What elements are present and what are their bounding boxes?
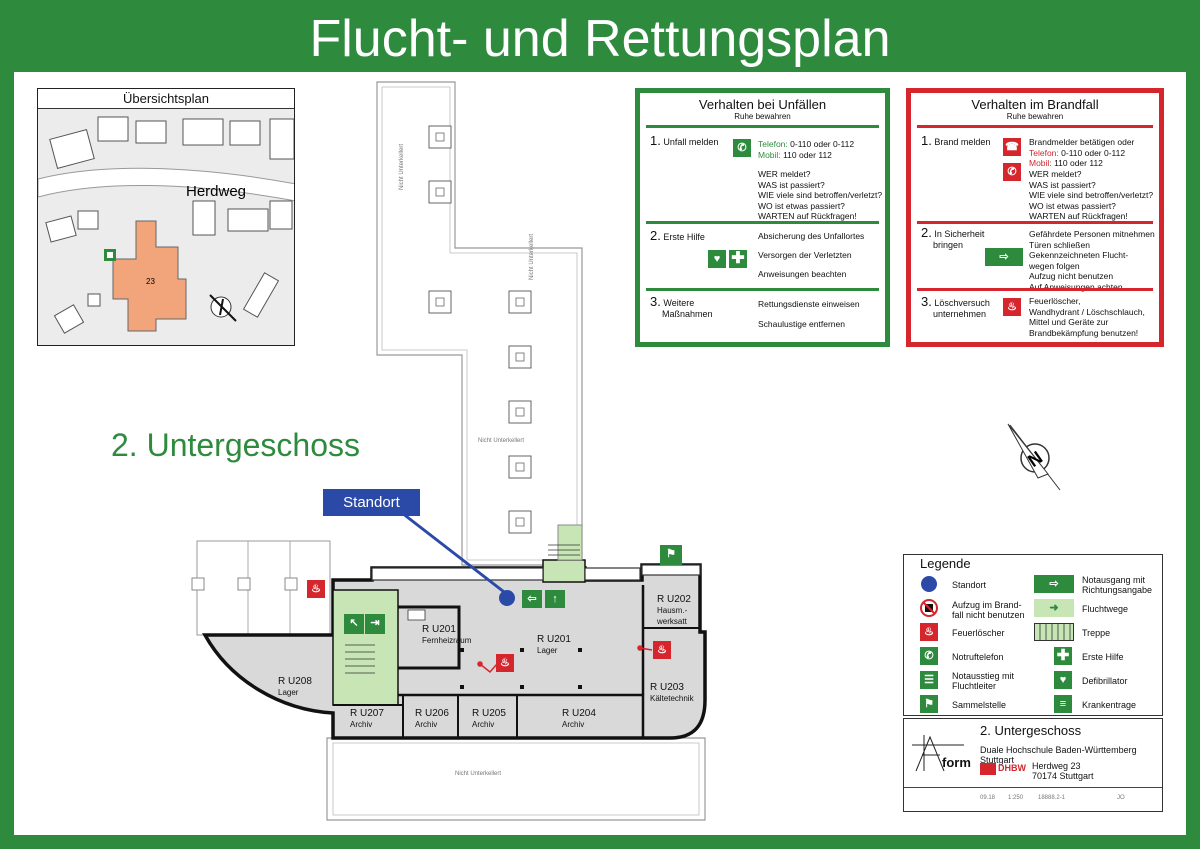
legend: Legende Standort Aufzug im Brand- fall n…: [903, 554, 1163, 716]
title-block-floor: 2. Untergeschoss: [980, 723, 1082, 738]
extinguisher-sign-2: ♨: [496, 654, 514, 672]
legend-title: Legende: [920, 556, 971, 571]
first-aid-icon: ✚: [729, 250, 747, 268]
fire-instructions-panel: Verhalten im Brandfall Ruhe bewahren 1. …: [906, 88, 1164, 347]
standort-legend-icon: [921, 576, 937, 592]
accident-divider: [646, 125, 879, 128]
legend-aufzug: Aufzug im Brand- fall nicht benutzen: [952, 600, 1025, 620]
address-line-2: 70174 Stuttgart: [1032, 771, 1094, 781]
house-number: 23: [146, 277, 155, 286]
standort-label: Standort: [323, 489, 420, 516]
fire-phone-icon: ✆: [1003, 163, 1021, 181]
legend-standort: Standort: [952, 580, 987, 590]
accident-panel-subtitle: Ruhe bewahren: [734, 112, 791, 121]
assembly-sign-icon: ⚑: [660, 545, 682, 565]
plan-date: 09.18: [980, 795, 996, 801]
overview-title: Übersichtsplan: [38, 89, 294, 109]
institution-name: Duale Hochschule Baden-Württemberg Stutt…: [980, 745, 1137, 765]
defibrillator-icon: ♥: [708, 250, 726, 268]
diagonal-arrow-icon: ↖: [344, 614, 364, 634]
drawing-number: 18888.2-1: [1038, 795, 1066, 801]
legend-extinguisher-icon: ♨: [920, 623, 938, 641]
legend-phone-icon: ✆: [920, 647, 938, 665]
svg-text:Nicht Unterkellert: Nicht Unterkellert: [455, 771, 501, 777]
legend-sammelstelle: Sammelstelle: [952, 700, 1007, 710]
no-elevator-icon: [920, 599, 938, 617]
phone-icon: ✆: [733, 139, 751, 157]
legend-stairs-icon: [1034, 623, 1074, 641]
legend-defibrillator: Defibrillator: [1082, 676, 1128, 686]
legend-krankentrage: Krankentrage: [1082, 700, 1137, 710]
fire-step-1: 1. Brand melden: [921, 133, 991, 148]
legend-first-aid-icon: ✚: [1054, 647, 1072, 665]
extinguisher-sign-3: ♨: [653, 641, 671, 659]
extinguisher-sign-1: ♨: [307, 580, 325, 598]
dhbw-logo-icon: [980, 763, 996, 775]
legend-treppe: Treppe: [1082, 628, 1111, 638]
accident-panel-title: Verhalten bei Unfällen: [698, 97, 827, 112]
not-basement-label-1: Nicht Unterkellert: [399, 144, 405, 190]
fire-panel-subtitle: Ruhe bewahren: [1006, 112, 1064, 121]
legend-notausgang: Notausgang mit Richtungsangabe: [1082, 575, 1153, 595]
fire-panel-title: Verhalten im Brandfall: [971, 97, 1099, 112]
accident-step-2: 2. Erste Hilfe: [650, 228, 705, 243]
legend-erste-hilfe: Erste Hilfe: [1082, 652, 1124, 662]
legend-notausstieg: Notausstieg mit Fluchtleiter: [952, 671, 1015, 691]
up-arrow-icon: ↑: [545, 590, 565, 608]
legend-exit-icon: ⇨: [1034, 575, 1074, 593]
not-basement-label-3: Nicht Unterkellert: [478, 438, 524, 444]
brand-name: form: [942, 755, 971, 770]
not-basement-label-2: Nicht Unterkellert: [529, 234, 535, 280]
legend-assembly-icon: ⚑: [920, 695, 938, 713]
emergency-exit-icon: ⇨: [985, 248, 1023, 266]
title-block: form 2. Untergeschoss Duale Hochschule B…: [903, 718, 1163, 812]
accident-instructions-panel: Verhalten bei Unfällen Ruhe bewahren 1. …: [635, 88, 890, 347]
compass-icon: N: [1007, 423, 1061, 491]
fire-extinguisher-icon: ♨: [1003, 298, 1021, 316]
fire-alarm-icon: ☎: [1003, 138, 1021, 156]
legend-feuerloescher: Feuerlöscher: [952, 628, 1005, 638]
accident-questions: WER meldet?WAS ist passiert?WIE viele si…: [758, 169, 883, 221]
overview-map: 23 Herdweg: [38, 116, 294, 334]
plan-title: Flucht- und Rettungsplan: [0, 0, 1200, 72]
exit-door-icon: ⇥: [365, 614, 385, 634]
legend-ladder-icon: ☰: [920, 671, 938, 689]
street-name: Herdweg: [186, 183, 246, 200]
dhbw-logo-text: DHBW: [998, 763, 1026, 773]
legend-notruftelefon: Notruftelefon: [952, 652, 1004, 662]
plan-author: JO: [1117, 795, 1125, 801]
overview-plan: Übersichtsplan 23 Herdweg: [37, 88, 295, 346]
address-line-1: Herdweg 23: [1032, 761, 1081, 771]
legend-stretcher-icon: ≡: [1054, 695, 1072, 713]
plan-scale: 1:250: [1008, 795, 1024, 801]
form-logo-icon: [912, 735, 964, 772]
accident-step-1: 1. Unfall melden: [650, 133, 719, 148]
exit-arrow-icon: ⇦: [522, 590, 542, 608]
floor-heading: 2. Untergeschoss: [111, 427, 361, 463]
legend-escape-route-icon: ➜: [1034, 599, 1074, 617]
legend-fluchtwege: Fluchtwege: [1082, 604, 1129, 614]
legend-defibrillator-icon: ♥: [1054, 671, 1072, 689]
